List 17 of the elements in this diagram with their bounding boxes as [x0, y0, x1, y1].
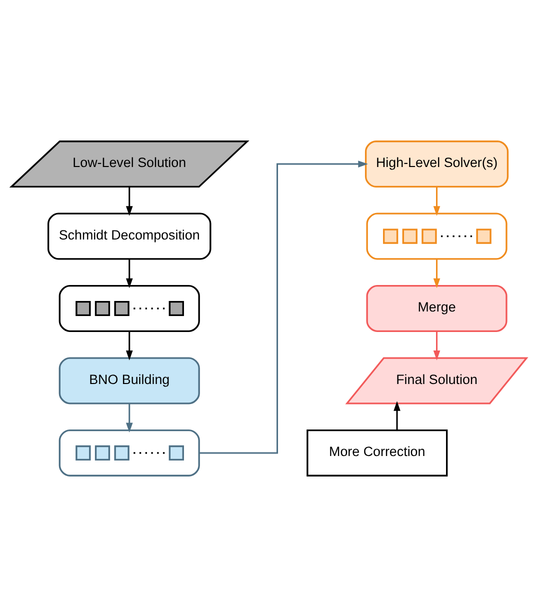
node-box: [58, 284, 200, 332]
node-box: High-Level Solver(s): [364, 140, 509, 188]
node-box: More Correction: [306, 428, 448, 476]
arrow: [433, 258, 440, 288]
node-box: [366, 212, 508, 260]
arrow: [126, 186, 133, 216]
arrow: [126, 330, 133, 360]
arrow: [199, 160, 368, 454]
node-box: BNO Building: [58, 356, 200, 404]
arrow: [126, 403, 133, 432]
arrow: [126, 258, 133, 288]
node-box: Schmidt Decomposition: [47, 212, 212, 260]
node-box: Merge: [366, 284, 508, 332]
arrow: [433, 330, 440, 360]
arrow: [433, 186, 440, 216]
arrow: [394, 400, 400, 430]
node-box: [58, 428, 200, 476]
